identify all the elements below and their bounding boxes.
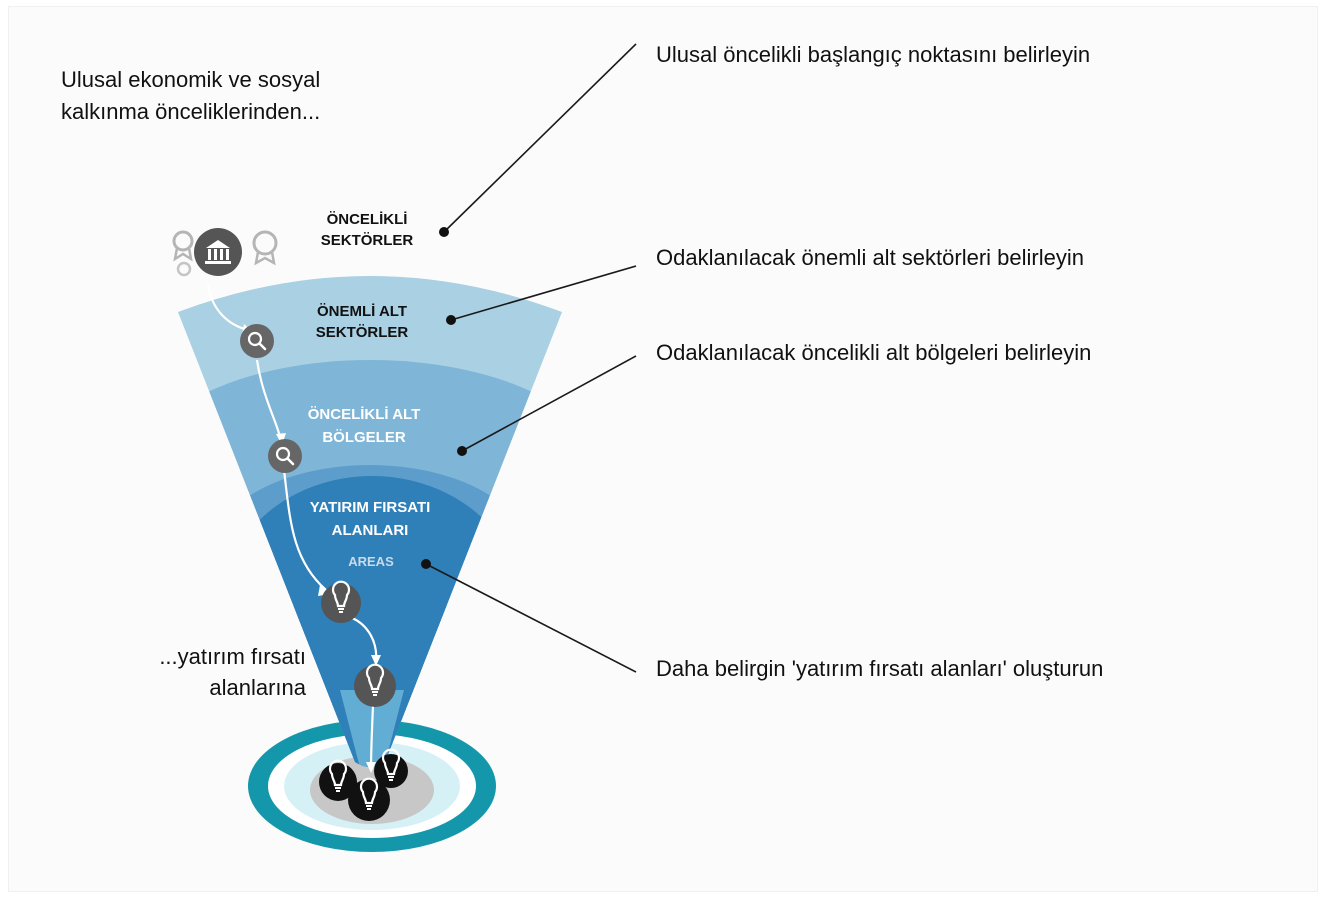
leader-line-4 <box>425 563 637 673</box>
level-4-label-line2: ALANLARI <box>332 522 409 539</box>
search-icon <box>268 439 302 473</box>
award-icon <box>172 230 194 262</box>
lightbulb-icon <box>319 759 357 801</box>
intro-text-line2: kalkınma önceliklerinden... <box>61 99 320 124</box>
annotation-level-2: Odaklanılacak önemli alt sektörleri beli… <box>656 245 1084 270</box>
level-1-label-line2: SEKTÖRLER <box>321 232 414 249</box>
level-2-label-line1: ÖNEMLİ ALT <box>317 303 407 320</box>
annotation-level-1: Ulusal öncelikli başlangıç noktasını bel… <box>656 42 1090 67</box>
lightbulb-icon <box>321 580 361 623</box>
leader-line-3 <box>461 355 637 452</box>
annotation-level-4: Daha belirgin 'yatırım fırsatı alanları'… <box>656 656 1103 681</box>
outro-text-line2: alanlarına <box>209 675 306 700</box>
leader-line-2 <box>450 265 637 321</box>
leader-dot-2 <box>446 315 456 325</box>
level-3-label-line1: ÖNCELİKLİ ALT <box>308 406 421 423</box>
search-icon <box>240 324 274 358</box>
government-building-icon <box>194 228 242 276</box>
flow-arrow-path <box>206 284 378 771</box>
award-icon <box>252 230 278 266</box>
level-3-label-line2: BÖLGELER <box>322 429 406 446</box>
intro-text-line1: Ulusal ekonomik ve sosyal <box>61 67 320 92</box>
leader-dot-3 <box>457 446 467 456</box>
leader-line-1 <box>443 43 637 233</box>
outro-text-line1: ...yatırım fırsatı <box>159 644 306 669</box>
leader-dot-1 <box>439 227 449 237</box>
top-icons <box>172 228 278 277</box>
annotation-level-3: Odaklanılacak öncelikli alt bölgeleri be… <box>656 340 1091 365</box>
diagram-frame <box>8 6 1318 892</box>
level-4-label-line3: AREAS <box>348 554 394 569</box>
lightbulb-icon <box>354 663 396 707</box>
lightbulb-icon <box>348 777 390 821</box>
level-2-label-line2: SEKTÖRLER <box>316 324 409 341</box>
level-1-label-line1: ÖNCELİKLİ <box>327 211 408 228</box>
lightbulb-icon <box>374 748 408 788</box>
leader-dot-4 <box>421 559 431 569</box>
level-4-label-line1: YATIRIM FIRSATI <box>310 499 431 516</box>
award-icon <box>176 261 192 277</box>
